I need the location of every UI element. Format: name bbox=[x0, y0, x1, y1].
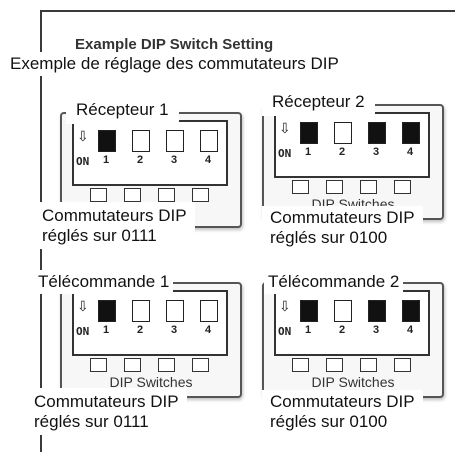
remote-2-caption-line2: réglés sur 0100 bbox=[270, 411, 388, 431]
remote-2-caption: Commutateurs DIP réglés sur 0100 bbox=[262, 390, 423, 434]
dip-switch-number: 2 bbox=[338, 324, 346, 336]
dip-switch-number: 2 bbox=[136, 324, 144, 336]
dip-switch-number: 1 bbox=[102, 324, 110, 336]
arrow-down-icon: ⇩ bbox=[77, 128, 89, 144]
receiver-2-caption-line2: réglés sur 0100 bbox=[270, 227, 388, 247]
dip-switch-number: 3 bbox=[372, 146, 380, 158]
on-label: ON bbox=[76, 155, 90, 168]
dip-switch-2 bbox=[132, 300, 150, 322]
dip-switch-number: 1 bbox=[102, 154, 110, 166]
dip-switch-number: 3 bbox=[170, 154, 178, 166]
arrow-down-icon: ⇩ bbox=[77, 298, 89, 314]
translated-heading: Exemple de réglage des commutateurs DIP bbox=[6, 52, 343, 76]
dip-switch-block: ⇩ ON 1 2 3 4 bbox=[72, 120, 228, 186]
dip-switch-number: 2 bbox=[338, 146, 346, 158]
dip-switch-1 bbox=[300, 300, 318, 322]
dip-switches-footer: DIP Switches bbox=[109, 374, 193, 390]
dip-switch-4 bbox=[200, 130, 218, 152]
remote-1-caption-line1: Commutateurs DIP bbox=[34, 392, 179, 411]
dip-switch-number: 4 bbox=[406, 146, 414, 158]
connector-pin bbox=[394, 180, 411, 194]
connector-pin bbox=[192, 188, 209, 202]
on-label: ON bbox=[278, 325, 292, 338]
dip-switch-4 bbox=[200, 300, 218, 322]
dip-switch-1 bbox=[98, 130, 116, 152]
remote-2-caption-line1: Commutateurs DIP bbox=[270, 392, 415, 411]
dip-switch-number: 4 bbox=[204, 154, 212, 166]
receiver-1-title: Récepteur 1 bbox=[66, 96, 179, 124]
on-label: ON bbox=[76, 325, 90, 338]
dip-switch-block: ⇩ ON 1 2 3 4 bbox=[274, 112, 430, 178]
dip-switch-number: 1 bbox=[304, 324, 312, 336]
receiver-1-caption-line1: Commutateurs DIP bbox=[42, 206, 187, 225]
connector-pin bbox=[292, 180, 309, 194]
dip-switch-3 bbox=[166, 300, 184, 322]
connector-pin bbox=[394, 358, 411, 372]
remote-1-caption: Commutateurs DIP réglés sur 0111 bbox=[26, 388, 187, 436]
remote-2-title: Télécommande 2 bbox=[264, 270, 404, 294]
connector-pin bbox=[360, 180, 377, 194]
connector-pin bbox=[158, 358, 175, 372]
dip-switch-1 bbox=[98, 300, 116, 322]
dip-switch-4 bbox=[402, 122, 420, 144]
dip-switch-number: 2 bbox=[136, 154, 144, 166]
connector-pin bbox=[360, 358, 377, 372]
connector-pin bbox=[192, 358, 209, 372]
connector-pin bbox=[326, 180, 343, 194]
dip-switch-1 bbox=[300, 122, 318, 144]
receiver-1-caption: Commutateurs DIP réglés sur 0111 bbox=[34, 202, 195, 250]
dip-switch-number: 4 bbox=[204, 324, 212, 336]
connector-pin bbox=[158, 188, 175, 202]
dip-switch-number: 3 bbox=[170, 324, 178, 336]
dip-switch-3 bbox=[166, 130, 184, 152]
dip-switch-2 bbox=[334, 122, 352, 144]
remote-1-caption-line2: réglés sur 0111 bbox=[34, 411, 149, 431]
connector-pin bbox=[292, 358, 309, 372]
dip-switch-number: 4 bbox=[406, 324, 414, 336]
dip-switch-block: ⇩ ON 1 2 3 4 bbox=[72, 290, 228, 356]
on-label: ON bbox=[278, 147, 292, 160]
dip-switch-3 bbox=[368, 122, 386, 144]
dip-switch-block: ⇩ ON 1 2 3 4 bbox=[274, 290, 430, 356]
receiver-2-caption: Commutateurs DIP réglés sur 0100 bbox=[262, 206, 423, 250]
dip-switch-2 bbox=[132, 130, 150, 152]
receiver-1-caption-line2: réglés sur 0111 bbox=[42, 225, 157, 245]
dip-switch-2 bbox=[334, 300, 352, 322]
arrow-down-icon: ⇩ bbox=[279, 298, 291, 314]
receiver-2-title: Récepteur 2 bbox=[262, 88, 375, 116]
connector-pin bbox=[124, 188, 141, 202]
receiver-2-caption-line1: Commutateurs DIP bbox=[270, 208, 415, 227]
connector-pin bbox=[124, 358, 141, 372]
connector-pin bbox=[90, 188, 107, 202]
original-heading: Example DIP Switch Setting bbox=[75, 36, 274, 53]
remote-1-title: Télécommande 1 bbox=[34, 270, 174, 294]
dip-switch-3 bbox=[368, 300, 386, 322]
dip-switch-4 bbox=[402, 300, 420, 322]
arrow-down-icon: ⇩ bbox=[279, 120, 291, 136]
dip-switch-number: 1 bbox=[304, 146, 312, 158]
connector-pin bbox=[90, 358, 107, 372]
connector-pin bbox=[326, 358, 343, 372]
dip-switches-footer: DIP Switches bbox=[311, 374, 395, 390]
dip-switch-number: 3 bbox=[372, 324, 380, 336]
